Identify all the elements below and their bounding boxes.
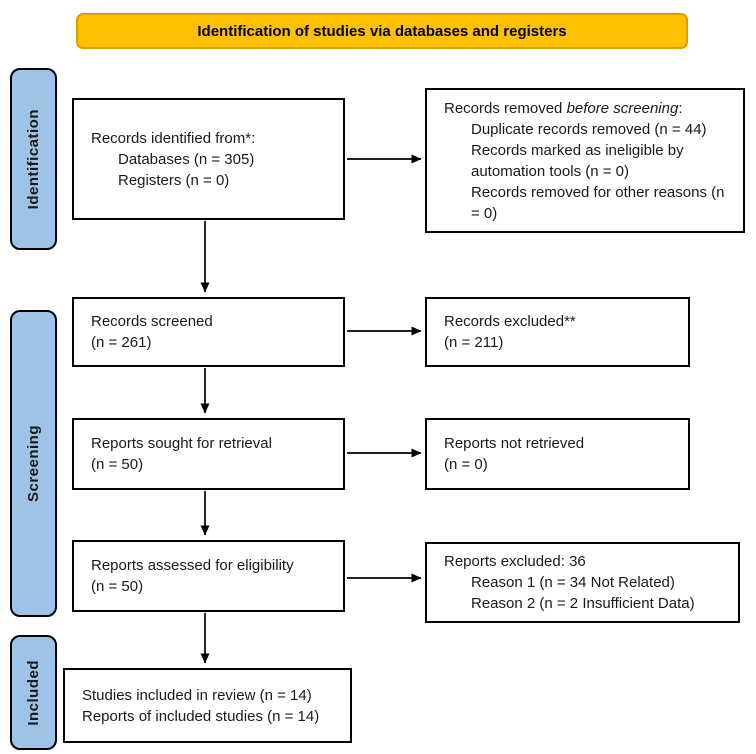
box-reports-assessed: Reports assessed for eligibility (n = 50… xyxy=(72,540,345,612)
box-reports-excluded-item: Reason 1 (n = 34 Not Related) xyxy=(471,574,675,591)
box-records-screened-line2: (n = 261) xyxy=(91,334,152,351)
box-studies-included: Studies included in review (n = 14) Repo… xyxy=(63,668,352,743)
stage-label-screening-text: Screening xyxy=(25,424,42,503)
box-records-removed-title-italic: before screening xyxy=(566,99,679,117)
box-reports-sought: Reports sought for retrieval (n = 50) xyxy=(72,418,345,490)
box-records-removed: Records removed before screening: Duplic… xyxy=(425,88,745,233)
box-records-removed-title: Records removed before screening: xyxy=(444,98,735,119)
box-reports-sought-line2: (n = 50) xyxy=(91,456,144,473)
box-records-excluded: Records excluded** (n = 211) xyxy=(425,297,690,367)
box-records-excluded-line1: Records excluded** xyxy=(444,313,576,330)
diagram-title-banner: Identification of studies via databases … xyxy=(76,13,688,49)
box-records-identified: Records identified from*: Databases (n =… xyxy=(72,98,345,220)
stage-label-identification: Identification xyxy=(10,68,57,250)
box-reports-not-retrieved-line1: Reports not retrieved xyxy=(444,435,585,452)
box-studies-included-line2: Reports of included studies (n = 14) xyxy=(82,707,320,725)
box-reports-excluded-item: Reason 2 (n = 2 Insufficient Data) xyxy=(471,595,695,612)
stage-label-included: Included xyxy=(10,635,57,750)
box-records-identified-item: Registers (n = 0) xyxy=(118,171,230,189)
box-reports-excluded: Reports excluded: 36 Reason 1 (n = 34 No… xyxy=(425,542,740,623)
box-reports-sought-line1: Reports sought for retrieval xyxy=(91,435,272,452)
box-records-removed-item: Records marked as ineligible by automati… xyxy=(471,141,684,180)
diagram-title: Identification of studies via databases … xyxy=(197,22,567,40)
stage-label-included-text: Included xyxy=(25,659,42,726)
stage-label-screening: Screening xyxy=(10,310,57,617)
box-reports-not-retrieved-line2: (n = 0) xyxy=(444,456,488,473)
box-reports-not-retrieved: Reports not retrieved (n = 0) xyxy=(425,418,690,490)
box-studies-included-line1: Studies included in review (n = 14) xyxy=(82,686,312,704)
box-records-removed-item: Duplicate records removed (n = 44) xyxy=(471,120,707,138)
box-reports-excluded-title: Reports excluded: 36 xyxy=(444,553,586,570)
box-records-screened-line1: Records screened xyxy=(91,313,213,330)
box-records-identified-item: Databases (n = 305) xyxy=(118,150,255,168)
box-records-screened: Records screened (n = 261) xyxy=(72,297,345,367)
stage-label-identification-text: Identification xyxy=(25,108,42,210)
box-records-removed-item: Records removed for other reasons (n = 0… xyxy=(471,183,725,222)
box-reports-assessed-line1: Reports assessed for eligibility xyxy=(91,557,294,574)
box-records-identified-title: Records identified from*: xyxy=(91,129,256,147)
box-records-excluded-line2: (n = 211) xyxy=(444,334,504,351)
box-records-removed-title-prefix: Records removed xyxy=(444,99,567,117)
box-records-removed-title-suffix: : xyxy=(678,99,683,117)
box-reports-assessed-line2: (n = 50) xyxy=(91,578,144,595)
